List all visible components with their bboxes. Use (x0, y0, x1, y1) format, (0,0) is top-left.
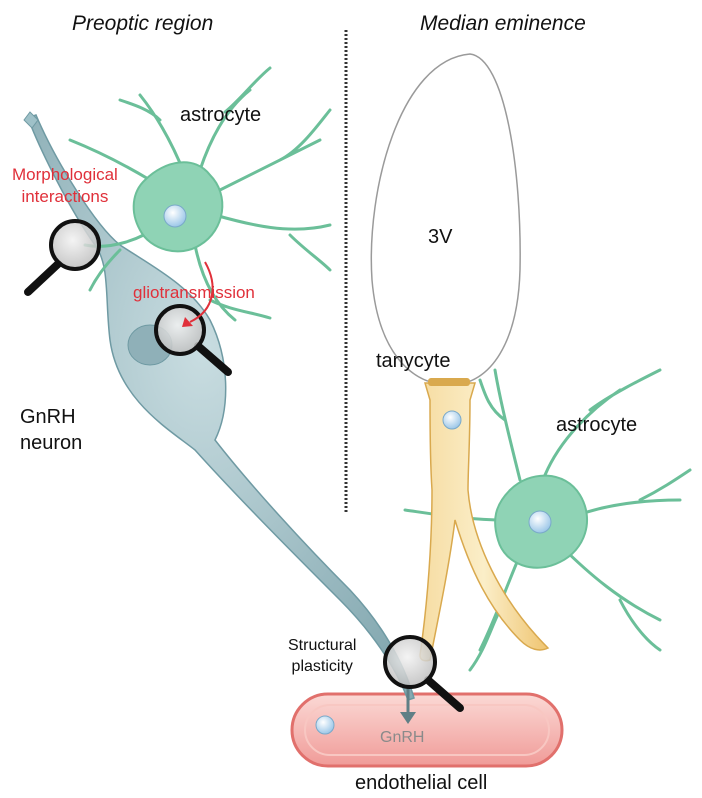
label-gliotransmission: gliotransmission (133, 283, 255, 303)
label-3v: 3V (428, 226, 452, 249)
label-gnrh-neuron: GnRH neuron (20, 404, 82, 456)
label-morph-line1: Morphological (12, 164, 118, 186)
astrocyte-top-nucleus (164, 205, 186, 227)
header-preoptic-region: Preoptic region (72, 12, 213, 36)
label-endothelial-cell: endothelial cell (355, 772, 487, 795)
astrocyte-right-nucleus (529, 511, 551, 533)
third-ventricle (371, 54, 520, 385)
label-tanycyte: tanycyte (376, 350, 450, 373)
label-structural-line2: plasticity (288, 656, 356, 677)
tanycyte-nucleus (443, 411, 461, 429)
label-structural-plasticity: Structural plasticity (288, 635, 356, 677)
endothelial-cell (292, 694, 562, 766)
label-gnrh-release: GnRH (380, 729, 424, 747)
label-gnrh-neuron-line2: neuron (20, 430, 82, 456)
header-median-eminence: Median eminence (420, 12, 586, 36)
label-gnrh-neuron-line1: GnRH (20, 404, 82, 430)
label-morph-line2: interactions (12, 186, 118, 208)
label-structural-line1: Structural (288, 635, 356, 656)
magnifier-icon (28, 221, 99, 292)
label-astrocyte-right: astrocyte (556, 414, 637, 437)
label-astrocyte-top: astrocyte (180, 104, 261, 127)
label-morphological-interactions: Morphological interactions (12, 164, 118, 208)
endothelial-nucleus (316, 716, 334, 734)
